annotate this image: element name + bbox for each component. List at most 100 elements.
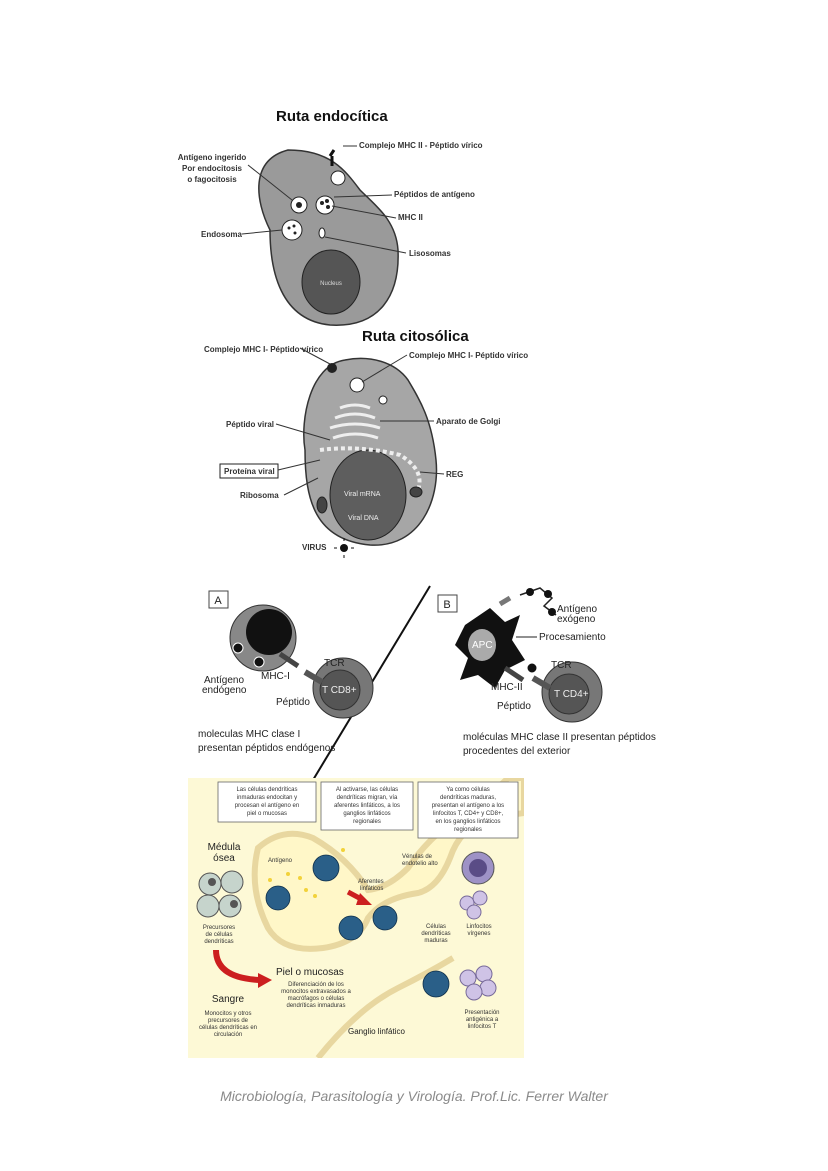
- label-afferent-1: Aferentes: [358, 879, 384, 885]
- panel-a-cell: T CD8+: [322, 685, 357, 696]
- panel-a-peptide: Péptido: [276, 697, 310, 708]
- label-lymph-node: Ganglio linfático: [348, 1027, 405, 1036]
- nucleus-label: Nucleus: [320, 281, 342, 287]
- panel-b-processing: Procesamiento: [539, 632, 606, 643]
- panel-a-letter-box: [208, 590, 229, 609]
- svg-text:dendríticas: dendríticas: [421, 931, 450, 937]
- virus-particle: [340, 544, 348, 552]
- antigen-particles: [268, 848, 345, 898]
- panel-b-apc: APC: [472, 640, 493, 651]
- panel-b-antigen-2: exógeno: [557, 614, 596, 625]
- svg-text:regionales: regionales: [353, 819, 381, 825]
- red-arrow-blood: [213, 949, 261, 983]
- label-viral-mrna: Viral mRNA: [344, 491, 381, 498]
- svg-text:Presentación: Presentación: [464, 1010, 499, 1016]
- antigen-routes-figure: Ruta endocítica Nucleus Antígeno ingerid…: [178, 108, 528, 558]
- label-afferent-2: linfáticos: [360, 886, 383, 892]
- dendritic-cells-figure: Las células dendríticas inmaduras endoci…: [188, 778, 524, 1058]
- label-antigen-ingested-2: Por endocitosis: [182, 164, 243, 173]
- endosome-shape: [281, 219, 303, 241]
- info-box-2: Al activarse, las células dendríticas mi…: [320, 781, 414, 831]
- panel-a-caption-2: presentan péptidos endógenos: [198, 743, 335, 754]
- label-mhc1-complex-right: Complejo MHC I- Péptido vírico: [409, 351, 528, 360]
- naive-lymphocytes: [459, 890, 497, 1001]
- mhc1-vesicle: [349, 377, 365, 393]
- label-lysosomes: Lisosomas: [409, 249, 451, 258]
- panel-b-caption-2: procedentes del exterior: [463, 746, 571, 757]
- endocytic-nucleus: [301, 249, 361, 315]
- endocytic-title: Ruta endocítica: [276, 108, 388, 125]
- panel-b-caption-1: moléculas MHC clase II presentan péptido…: [463, 732, 656, 743]
- mhc1-molecule: [278, 651, 300, 669]
- label-mhc2: MHC II: [398, 213, 423, 222]
- panel-b-letter: B: [443, 599, 450, 611]
- svg-text:antigénica a: antigénica a: [466, 1017, 499, 1023]
- svg-text:regionales: regionales: [454, 827, 482, 833]
- label-endosome: Endosoma: [201, 230, 242, 239]
- mitochondria: [316, 496, 328, 514]
- svg-text:dendríticas migran, vía: dendríticas migran, vía: [337, 795, 398, 801]
- label-marrow-1: Médula: [208, 842, 241, 853]
- label-viral-dna: Viral DNA: [348, 515, 379, 522]
- apc-nucleus-b: [468, 629, 496, 661]
- svg-text:piel o mucosas: piel o mucosas: [247, 811, 287, 817]
- label-viral-peptide: Péptido viral: [226, 420, 274, 429]
- cytosolic-nucleus: [329, 449, 407, 541]
- svg-text:macrófagos o células: macrófagos o células: [288, 996, 345, 1002]
- mhc2-receptor: [328, 149, 336, 166]
- panel-b-antigen-1: Antígeno: [557, 604, 597, 615]
- svg-text:de células: de células: [205, 932, 232, 938]
- panel-a-tcr: TCR: [324, 658, 345, 669]
- label-antigen-ingested-3: o fagocitosis: [187, 175, 237, 184]
- label-venules-1: Vénulas de: [402, 854, 433, 860]
- svg-text:aferentes linfáticos, a los: aferentes linfáticos, a los: [334, 803, 400, 809]
- svg-text:procesan el antígeno en: procesan el antígeno en: [235, 803, 299, 809]
- label-virus: VIRUS: [302, 543, 327, 552]
- svg-text:maduras: maduras: [424, 938, 447, 944]
- svg-text:linfocitos T: linfocitos T: [468, 1024, 497, 1030]
- svg-text:en los ganglios linfáticos: en los ganglios linfáticos: [435, 819, 500, 825]
- svg-text:células dendríticas en: células dendríticas en: [199, 1025, 257, 1031]
- apc-nucleus-a: [246, 609, 292, 655]
- label-ribosome: Ribosoma: [240, 491, 279, 500]
- panel-a-mhc: MHC-I: [261, 671, 290, 682]
- info-box-3: Ya como células dendríticas maduras, pre…: [417, 781, 519, 839]
- svg-text:Linfocitos: Linfocitos: [466, 924, 491, 930]
- svg-text:linfocitos T, CD4+ y CD8+,: linfocitos T, CD4+ y CD8+,: [433, 811, 504, 817]
- panel-a-antigen-1: Antígeno: [204, 675, 244, 686]
- label-mhc1-complex-left: Complejo MHC I- Péptido vírico: [204, 345, 323, 354]
- lysosome-shape: [318, 227, 326, 239]
- svg-text:dendríticas inmaduras: dendríticas inmaduras: [286, 1003, 345, 1009]
- svg-text:presentan el antígeno a los: presentan el antígeno a los: [432, 803, 504, 809]
- svg-text:Monocitos y otros: Monocitos y otros: [204, 1011, 251, 1017]
- label-antigen-peptides: Péptidos de antígeno: [394, 190, 475, 199]
- label-golgi: Aparato de Golgi: [436, 417, 500, 426]
- peptide-vesicle: [315, 195, 335, 215]
- mhc1-surface: [327, 363, 337, 373]
- svg-text:Al activarse, las células: Al activarse, las células: [336, 787, 398, 793]
- svg-text:inmaduras endocitan y: inmaduras endocitan y: [237, 795, 297, 801]
- info-box-1: Las células dendríticas inmaduras endoci…: [217, 781, 317, 823]
- label-antigen: Antígeno: [268, 858, 293, 864]
- label-reg: REG: [446, 470, 463, 479]
- mhc2-molecule: [503, 665, 525, 683]
- label-mhc2-complex: Complejo MHC II - Péptido vírico: [359, 141, 483, 150]
- svg-text:ganglios linfáticos: ganglios linfáticos: [343, 811, 390, 817]
- svg-text:Las células dendríticas: Las células dendríticas: [236, 787, 297, 793]
- page-footer: Microbiología, Parasitología y Virología…: [220, 1088, 608, 1104]
- panel-a-letter: A: [214, 595, 222, 607]
- svg-text:vírgenes: vírgenes: [467, 931, 490, 937]
- svg-text:circulación: circulación: [214, 1032, 242, 1038]
- label-skin: Piel o mucosas: [276, 967, 344, 978]
- panel-b-peptide: Péptido: [497, 701, 531, 712]
- svg-text:Ya como células: Ya como células: [446, 787, 490, 793]
- panel-b-letter-box: [437, 594, 458, 613]
- panel-b-tcr: TCR: [551, 660, 572, 671]
- svg-text:Precursores: Precursores: [203, 925, 235, 931]
- label-blood: Sangre: [212, 994, 245, 1005]
- tcr-a: [303, 669, 324, 685]
- svg-text:precursores de: precursores de: [208, 1018, 249, 1024]
- mhc2-vesicle: [330, 170, 346, 186]
- label-venules-2: endotelio alto: [402, 861, 438, 867]
- label-viral-protein: Proteína viral: [224, 467, 275, 476]
